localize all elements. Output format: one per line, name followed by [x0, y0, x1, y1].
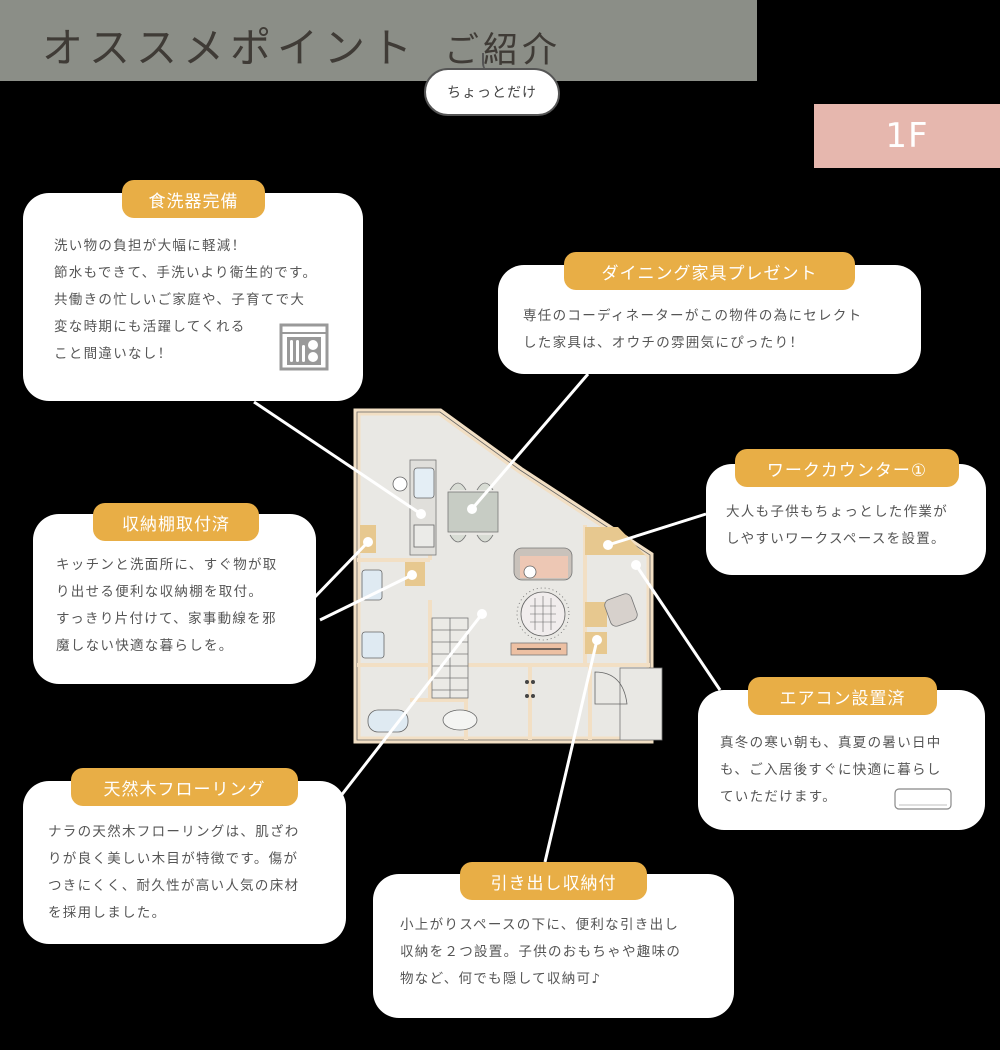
- card-body: キッチンと洗面所に、すぐ物が取 り出せる便利な収納棚を取付。 すっきり片付けて、…: [56, 557, 278, 654]
- card-body: ナラの天然木フローリングは、肌ざわ りが良く美しい木目が特徴です。傷が つきにく…: [48, 824, 300, 921]
- card-label-dining: ダイニング家具プレゼント: [564, 252, 855, 290]
- connector-lines: [253, 373, 722, 863]
- card-label-storage-shelf: 収納棚取付済: [93, 503, 259, 541]
- card-label-work-counter: ワークカウンター①: [735, 449, 959, 487]
- card-storage-shelf: キッチンと洗面所に、すぐ物が取 り出せる便利な収納棚を取付。 すっきり片付けて、…: [33, 514, 316, 684]
- connector-dots: [363, 504, 641, 645]
- card-body: 洗い物の負担が大幅に軽減！ 節水もできて、手洗いより衛生的です。 共働きの忙しい…: [54, 238, 318, 362]
- floor-plan-drawing: [353, 408, 663, 744]
- card-body: 真冬の寒い朝も、真夏の暑い日中 も、ご入居後すぐに快適に暮らし ていただけます。: [720, 735, 942, 805]
- card-body: 専任のコーディネーターがこの物件の為にセレクト した家具は、オウチの雰囲気にぴっ…: [523, 308, 863, 351]
- title-main: オススメポイント: [42, 24, 418, 72]
- card-body: 小上がりスペースの下に、便利な引き出し 収納を２つ設置。子供のおもちゃや趣味の …: [400, 917, 682, 987]
- card-label-dishwasher: 食洗器完備: [122, 180, 265, 218]
- card-flooring: ナラの天然木フローリングは、肌ざわ りが良く美しい木目が特徴です。傷が つきにく…: [23, 781, 346, 944]
- card-dishwasher: 洗い物の負担が大幅に軽減！ 節水もできて、手洗いより衛生的です。 共働きの忙しい…: [23, 193, 363, 401]
- card-label-drawer-storage: 引き出し収納付: [460, 862, 647, 900]
- page-title: オススメポイントご紹介: [42, 14, 561, 74]
- card-label-flooring: 天然木フローリング: [71, 768, 298, 806]
- bubble-text: ちょっとだけ: [447, 85, 537, 101]
- air-conditioner-icon: [894, 788, 952, 810]
- card-body: 大人も子供もちょっとした作業が しやすいワークスペースを設置。: [726, 504, 948, 547]
- floor-label: 1F: [885, 116, 929, 156]
- title-sub: ご紹介: [444, 31, 562, 71]
- floor-badge: 1F: [814, 104, 1000, 168]
- speech-bubble: ちょっとだけ: [424, 68, 560, 116]
- dishwasher-icon: [279, 323, 329, 371]
- speech-bubble-tail: [482, 53, 496, 73]
- title-bar: オススメポイントご紹介: [0, 0, 757, 81]
- card-label-air-conditioner: エアコン設置済: [748, 677, 937, 715]
